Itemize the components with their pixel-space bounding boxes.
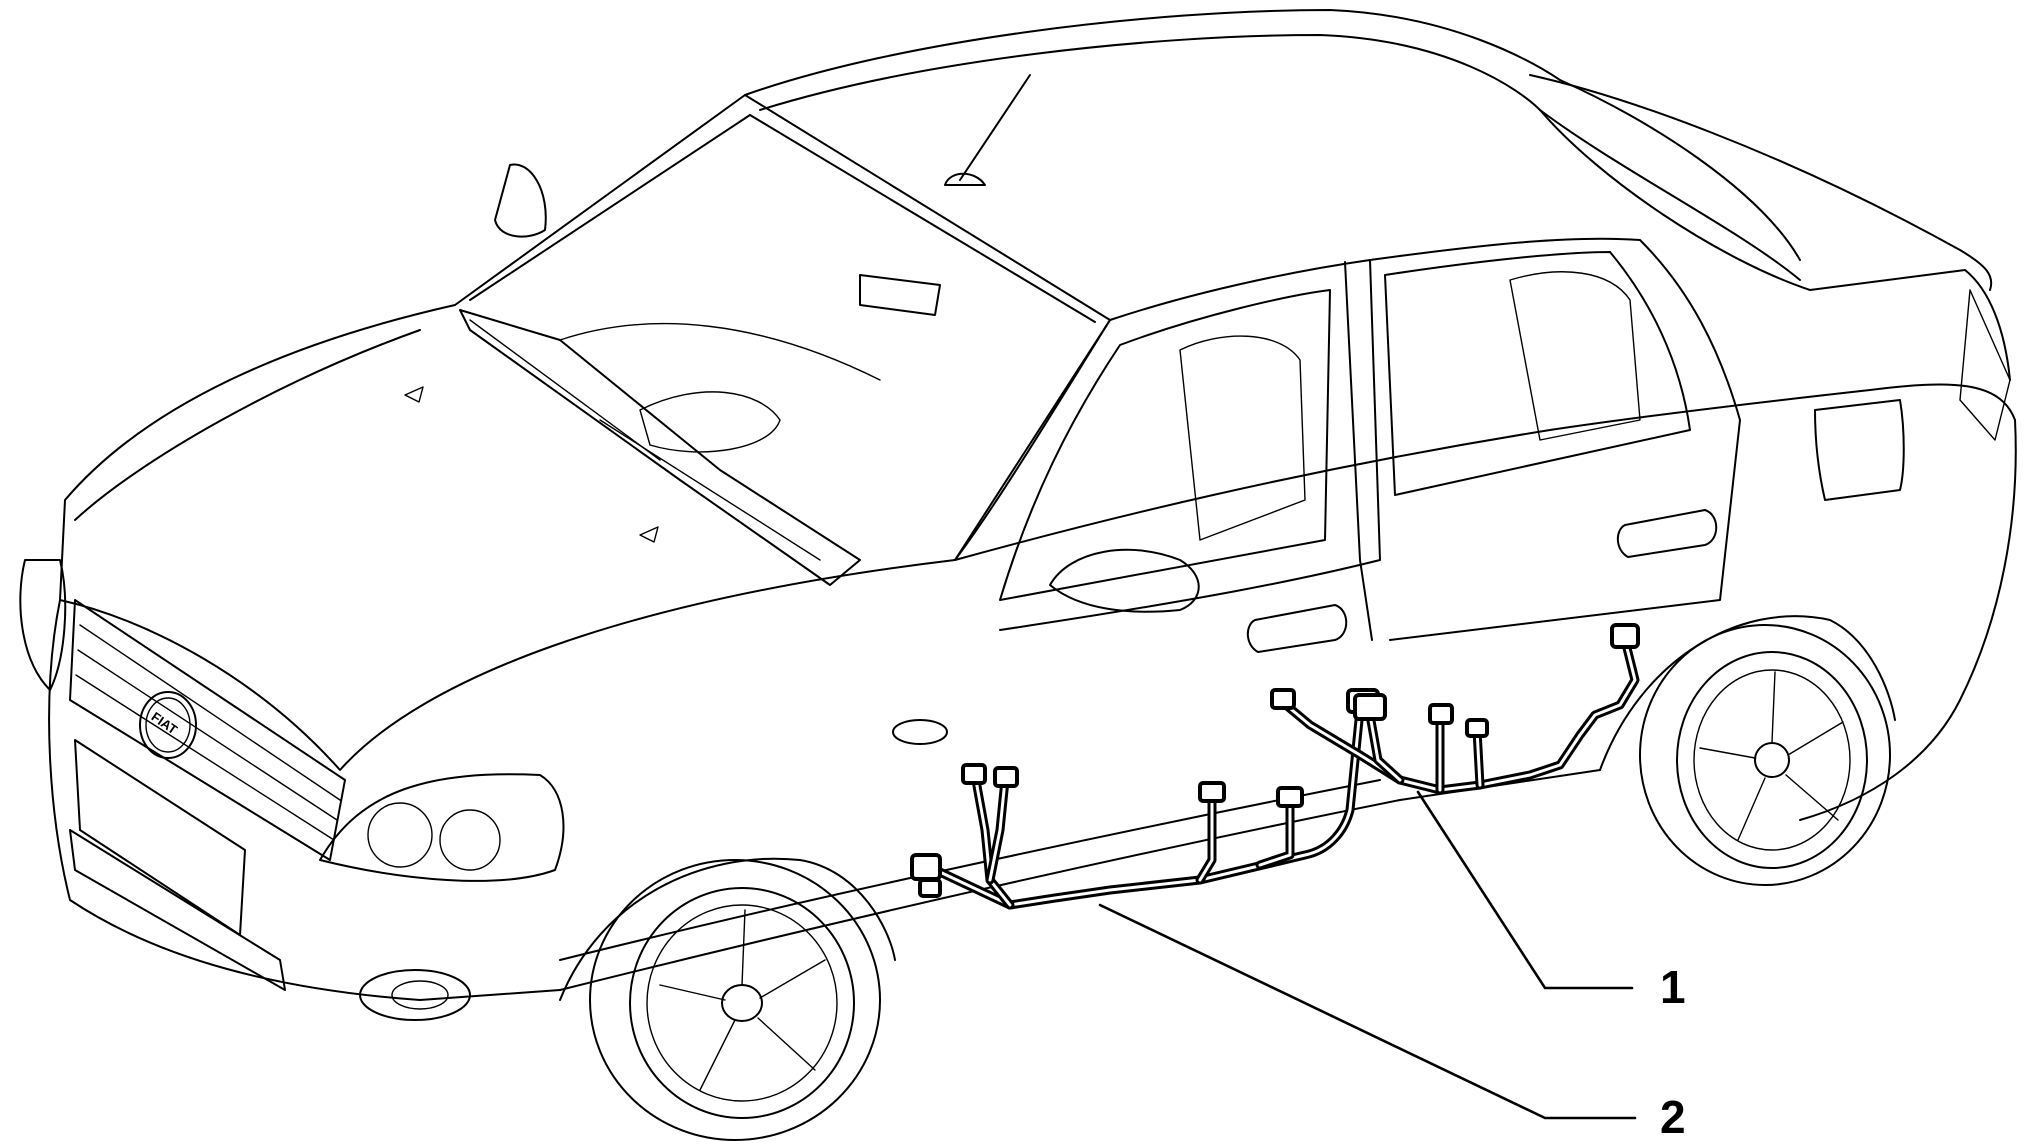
grille-frame (69, 599, 346, 861)
front-wheel-arch (559, 857, 896, 1001)
callout-2-label: 2 (1660, 1091, 1686, 1143)
front-seat (1179, 335, 1306, 541)
callout-2: 2 (1098, 903, 1686, 1143)
fiat-logo: FIAT (139, 691, 197, 759)
antenna (959, 74, 1031, 181)
front-door-window (999, 289, 1331, 601)
steering-wheel (639, 391, 781, 453)
rear-wheel-arch (1599, 615, 1896, 771)
front-harness-connector-c (1198, 781, 1226, 803)
rear-door-handle (1616, 509, 1718, 558)
front-wheel (589, 859, 881, 1141)
rear-light (1959, 289, 2011, 441)
headlight-lamp-2 (439, 809, 501, 871)
windshield-inner (469, 114, 1096, 323)
roof-outline (744, 9, 1801, 261)
rear-door-window (1384, 251, 1691, 496)
rear-wheel-spokes (1699, 671, 1844, 841)
rear-wheel (1639, 624, 1891, 886)
front-wheel-spokes (659, 909, 826, 1091)
front-harness-connector-d (1276, 786, 1304, 808)
side-marker (892, 719, 948, 745)
wiper-arm-right (599, 419, 821, 561)
fog-light-lens (391, 980, 449, 1010)
rear-harness-connector-a (1353, 693, 1387, 721)
rear-door-harness (1270, 623, 1640, 795)
antenna-base (944, 172, 986, 186)
a-pillar (954, 319, 1111, 561)
hood-outline (59, 304, 956, 771)
callout-1-leader (1416, 790, 1634, 990)
rear-door-outline (1369, 237, 1741, 641)
rocker-line (559, 779, 1381, 961)
hood-vent-left (404, 386, 424, 403)
windshield-frame (454, 94, 1111, 561)
side-mirror (1049, 548, 1200, 613)
rear-seat (1509, 271, 1641, 441)
fuel-door (1814, 399, 1905, 501)
side-body-belt (954, 389, 1871, 561)
dashboard (559, 322, 881, 381)
rear-harness-connector-d (1610, 623, 1640, 649)
front-door-harness (910, 688, 1380, 910)
rear-harness-connector-c (1465, 718, 1489, 738)
rear-quarter (1799, 383, 2017, 821)
far-side-mirror (494, 163, 547, 238)
hood-crease (74, 329, 421, 521)
callout-2-leader (1098, 903, 1637, 1120)
hood-vent-right (639, 526, 659, 543)
front-harness-connector-f (910, 853, 942, 881)
roof-inner-line (759, 34, 1801, 281)
front-bumper (48, 599, 561, 1001)
rear-harness-connector-e (1270, 688, 1296, 710)
car-body: FIAT (19, 9, 2017, 1021)
side-sill (559, 769, 1601, 991)
grille-bar-1 (79, 624, 341, 801)
rear-view-mirror (859, 274, 941, 316)
grille-bar-3 (75, 674, 335, 841)
cowl-panel (459, 309, 861, 586)
fog-light (359, 969, 471, 1021)
headlight (319, 773, 565, 882)
grille-bar-2 (77, 649, 338, 821)
front-harness-connector-b (993, 766, 1019, 788)
rear-harness-connector-b (1428, 703, 1454, 725)
front-door-handle (1246, 604, 1348, 653)
rear-pillar (1539, 109, 2011, 381)
front-door-outline (999, 259, 1381, 631)
callout-1-label: 1 (1660, 961, 1686, 1013)
headlight-far (19, 559, 67, 691)
headlight-lamp-1 (367, 802, 433, 868)
trunk-lid (1529, 74, 1993, 291)
license-plate (74, 739, 246, 936)
front-harness-connector-g (918, 878, 942, 898)
b-pillar (1344, 261, 1373, 641)
front-harness-connector-a (961, 763, 987, 785)
lower-intake (69, 829, 286, 991)
wiper-arm-left (469, 319, 661, 461)
callout-1: 1 (1416, 790, 1686, 1013)
